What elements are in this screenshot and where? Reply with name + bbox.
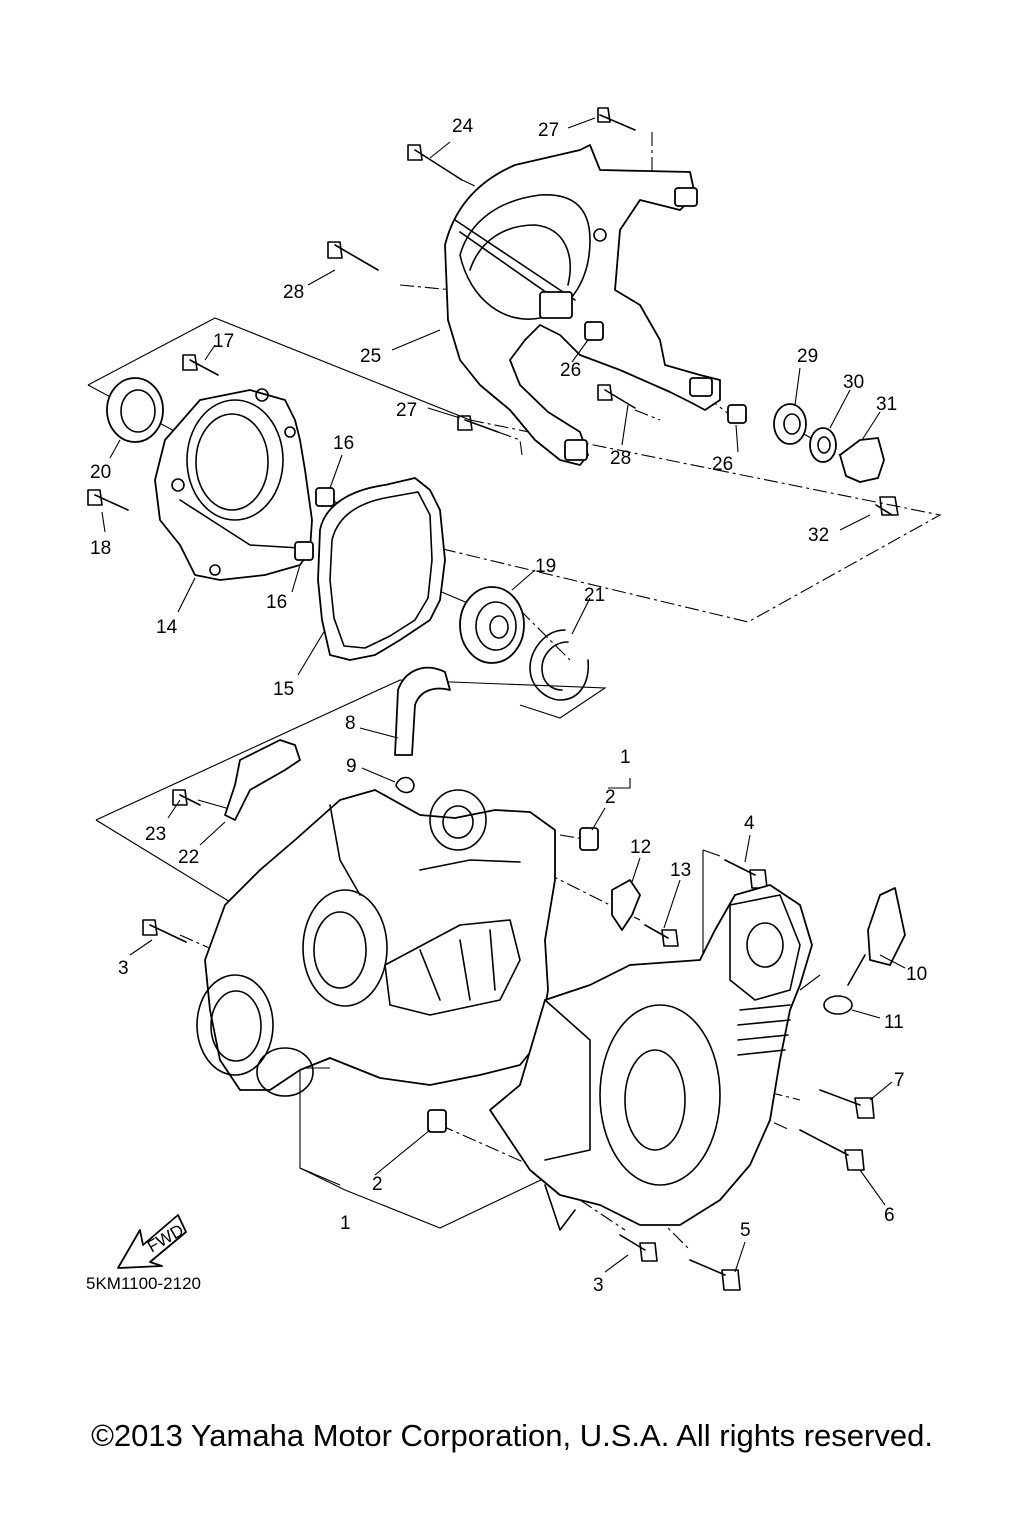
- callout-7: 7: [894, 1070, 905, 1091]
- callout-31: 31: [876, 394, 897, 415]
- part-21-circlip: [529, 629, 589, 701]
- callout-labels: 24 27 28 25 26 29 30 31 27 28 26 32 17 2…: [90, 116, 927, 1296]
- callout-11: 11: [884, 1012, 904, 1033]
- callout-14: 14: [156, 617, 178, 638]
- part-14-left-cover: [154, 388, 313, 581]
- callout-5: 5: [740, 1220, 751, 1241]
- callout-16: 16: [266, 592, 287, 613]
- callout-17: 17: [213, 331, 234, 352]
- callout-8: 8: [345, 713, 356, 734]
- callout-26: 26: [712, 454, 733, 475]
- callout-18: 18: [90, 538, 111, 559]
- copyright-notice: ©2013 Yamaha Motor Corporation, U.S.A. A…: [91, 1418, 933, 1453]
- callout-2: 2: [372, 1174, 383, 1195]
- callout-2: 2: [605, 787, 616, 808]
- callout-1: 1: [620, 747, 631, 768]
- callout-3: 3: [593, 1275, 604, 1296]
- callout-22: 22: [178, 847, 199, 868]
- callout-10: 10: [906, 964, 927, 985]
- callout-20: 20: [90, 462, 111, 483]
- callout-28: 28: [283, 282, 304, 303]
- callout-27: 27: [396, 400, 417, 421]
- part-20-oil-seal: [106, 377, 164, 443]
- part-10-dipstick: [847, 887, 906, 986]
- part-8-hose: [394, 666, 451, 756]
- part-9-clip: [395, 776, 415, 794]
- callout-16: 16: [333, 433, 354, 454]
- assembly-boundary-lines: [87, 317, 942, 1229]
- callout-24: 24: [452, 116, 474, 137]
- part-31-plate: [839, 437, 885, 483]
- callout-12: 12: [630, 837, 651, 858]
- callout-3: 3: [118, 958, 129, 979]
- callout-25: 25: [360, 346, 381, 367]
- callout-4: 4: [744, 813, 755, 834]
- part-22-bracket: [224, 739, 301, 821]
- callout-19: 19: [535, 556, 556, 577]
- part-29-bearing: [773, 403, 807, 445]
- part-1-crankcase-left: [196, 789, 556, 1097]
- part-12-stopper: [611, 879, 641, 931]
- callout-29: 29: [797, 346, 818, 367]
- callout-28: 28: [610, 448, 631, 469]
- callout-30: 30: [843, 372, 864, 393]
- callout-21: 21: [584, 585, 605, 606]
- part-25-cover: [444, 144, 721, 466]
- forward-arrow-icon: FWD: [117, 1214, 187, 1269]
- part-19-bearing: [459, 586, 525, 664]
- callout-15: 15: [273, 679, 294, 700]
- callout-26: 26: [560, 360, 581, 381]
- callout-1: 1: [340, 1213, 351, 1234]
- callout-9: 9: [346, 756, 357, 777]
- part-15-gasket: [317, 477, 446, 661]
- diagram-code: 5KM1100-2120: [86, 1274, 201, 1293]
- dowel-pins: [294, 321, 747, 1133]
- callout-6: 6: [884, 1205, 895, 1226]
- callout-27: 27: [538, 120, 559, 141]
- part-11-o-ring: [823, 995, 853, 1015]
- callout-13: 13: [670, 860, 691, 881]
- callout-23: 23: [145, 824, 166, 845]
- part-30-seal: [809, 427, 837, 463]
- callout-leaders: [101, 117, 906, 1273]
- callout-32: 32: [808, 525, 829, 546]
- bolts: [87, 107, 899, 1291]
- part-1-crankcase-right: [489, 884, 813, 1231]
